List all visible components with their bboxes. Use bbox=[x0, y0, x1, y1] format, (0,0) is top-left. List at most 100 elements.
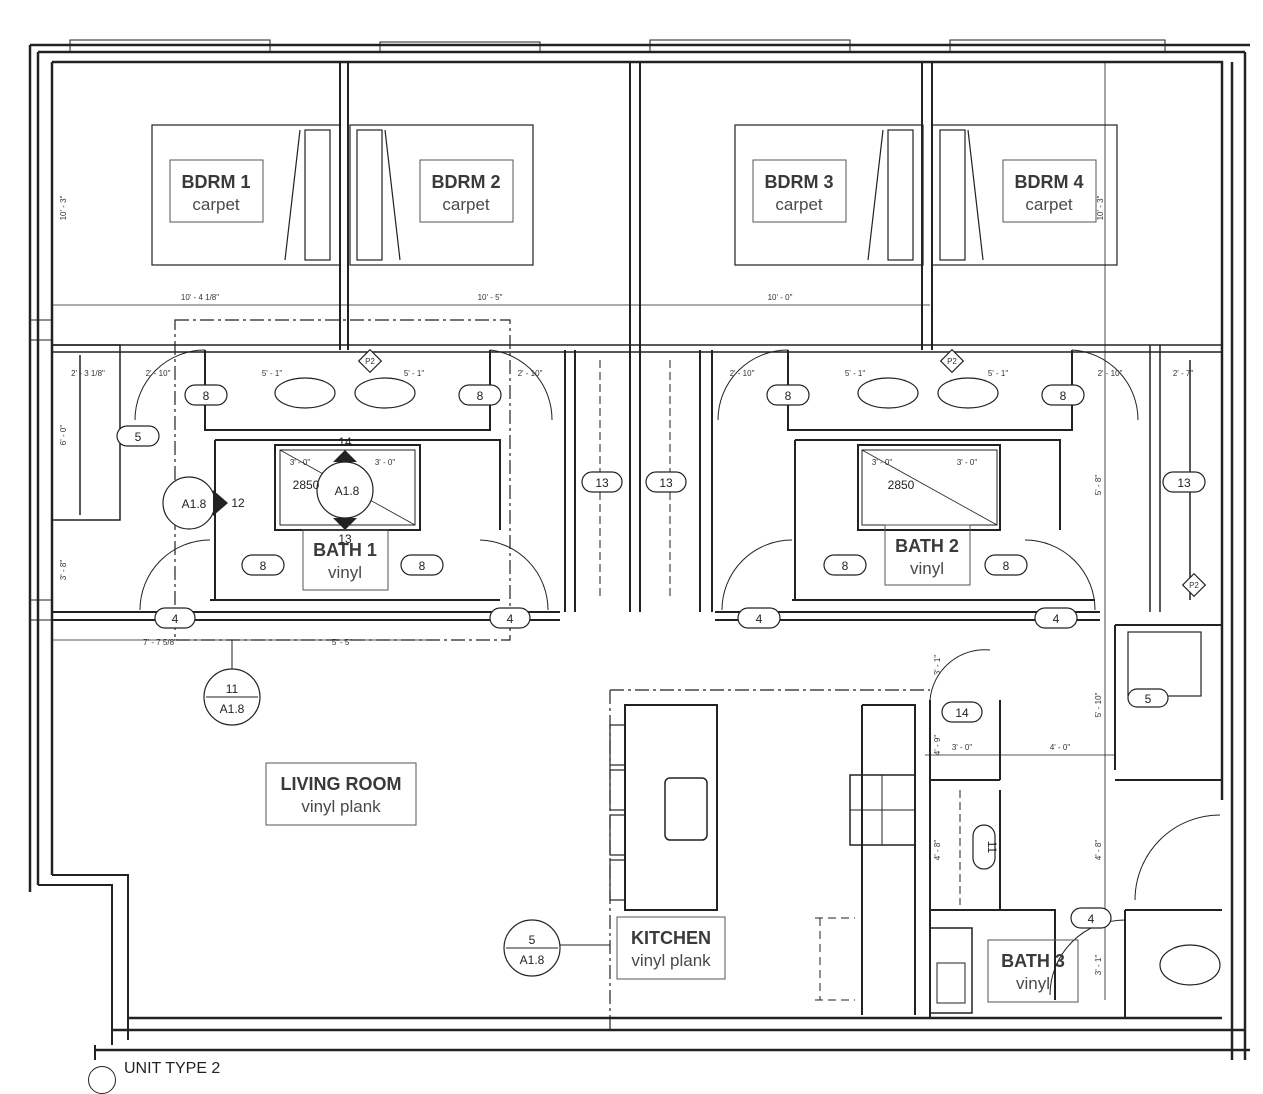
dimension-label: 2' - 10" bbox=[518, 369, 543, 378]
callout-labels: 11 A1.8 5 A1.8 A1.8 A1.8 bbox=[182, 484, 545, 967]
right-closet bbox=[1114, 624, 1222, 781]
tag-label: 8 bbox=[260, 559, 267, 573]
room-finish-living-room: vinyl plank bbox=[301, 797, 381, 816]
room-name-bath-2: BATH 2 bbox=[895, 536, 959, 556]
callout-sheet: A1.8 bbox=[520, 953, 545, 967]
dimension-label: 3' - 0" bbox=[375, 458, 396, 467]
room-name-living-room: LIVING ROOM bbox=[281, 774, 402, 794]
tag-label: 11 bbox=[985, 841, 999, 854]
tag-label: 2850 bbox=[888, 478, 915, 492]
dimension-label: 3' - 1" bbox=[933, 655, 942, 676]
exterior-wall-right bbox=[1230, 52, 1247, 1060]
tag-label: 4 bbox=[1088, 912, 1095, 926]
room-finish-bath-2: vinyl bbox=[910, 559, 944, 578]
tag-label: 12 bbox=[231, 496, 245, 510]
room-finish-bath-3: vinyl bbox=[1016, 974, 1050, 993]
dimension-lines bbox=[52, 62, 1115, 1000]
room-finish-bath-1: vinyl bbox=[328, 563, 362, 582]
tag-label: 8 bbox=[203, 389, 210, 403]
dimension-label: 7' - 7 5/8" bbox=[143, 638, 177, 647]
marker-label: P2 bbox=[1189, 581, 1199, 590]
dashed-zone bbox=[174, 319, 511, 641]
tag-label: 8 bbox=[1060, 389, 1067, 403]
kitchen-counter bbox=[861, 704, 916, 1015]
dimension-label: 3' - 1" bbox=[1094, 955, 1103, 976]
door-swings bbox=[134, 349, 1221, 996]
room-finish-bdrm-2: carpet bbox=[442, 195, 490, 214]
room-name-bdrm-4: BDRM 4 bbox=[1014, 172, 1083, 192]
dimension-label: 10' - 3" bbox=[59, 195, 68, 220]
dimension-labels: 10' - 4 1/8" 10' - 5" 10' - 0" 2' - 3 1/… bbox=[59, 195, 1193, 975]
room-name-bdrm-3: BDRM 3 bbox=[764, 172, 833, 192]
dimension-label: 2' - 7" bbox=[1173, 369, 1194, 378]
tag-label: 14 bbox=[955, 706, 969, 720]
dimension-label: 4' - 0" bbox=[1050, 743, 1071, 752]
dimension-label: 5' - 5" bbox=[332, 638, 353, 647]
room-name-bdrm-1: BDRM 1 bbox=[181, 172, 250, 192]
dimension-label: 3' - 0" bbox=[872, 458, 893, 467]
tag-label: 13 bbox=[659, 476, 673, 490]
callout-sheet: A1.8 bbox=[220, 702, 245, 716]
closet-doors bbox=[284, 129, 984, 261]
tag-label: 8 bbox=[842, 559, 849, 573]
dimension-label: 4' - 9" bbox=[933, 735, 942, 756]
dimension-label: 6' - 0" bbox=[59, 425, 68, 446]
dimension-label: 5' - 1" bbox=[988, 369, 1009, 378]
section-arrows bbox=[213, 450, 357, 530]
dimension-label: 5' - 8" bbox=[1094, 475, 1103, 496]
dimension-label: 3' - 0" bbox=[952, 743, 973, 752]
tag-label: 5 bbox=[135, 430, 142, 444]
dimension-label: 5' - 1" bbox=[262, 369, 283, 378]
laundry-walls bbox=[929, 700, 1056, 1018]
callout-number: 11 bbox=[226, 682, 239, 696]
drawing-title: UNIT TYPE 2 bbox=[124, 1060, 221, 1077]
room-finish-bdrm-3: carpet bbox=[775, 195, 823, 214]
dimension-label: 4' - 8" bbox=[933, 840, 942, 861]
dimension-label: 10' - 5" bbox=[478, 293, 503, 302]
exterior-wall-left bbox=[28, 45, 54, 892]
room-name-bdrm-2: BDRM 2 bbox=[431, 172, 500, 192]
tag-label: 2850 bbox=[293, 478, 320, 492]
callout-sheet: A1.8 bbox=[335, 484, 360, 498]
dimension-label: 2' - 10" bbox=[146, 369, 171, 378]
exterior-wall-inner-top bbox=[52, 60, 1224, 800]
beds bbox=[151, 124, 1118, 266]
drawing-title-marker bbox=[88, 1066, 116, 1094]
tag-label: 4 bbox=[172, 612, 179, 626]
tag-label: 8 bbox=[1003, 559, 1010, 573]
tag-label: 4 bbox=[756, 612, 763, 626]
bar-stools bbox=[609, 724, 626, 901]
tag-label: 5 bbox=[1145, 692, 1152, 706]
bath-3-wall bbox=[1124, 909, 1222, 1018]
tag-label: 4 bbox=[1053, 612, 1060, 626]
room-name-kitchen: KITCHEN bbox=[631, 928, 711, 948]
dimension-label: 5' - 1" bbox=[845, 369, 866, 378]
dimension-label: 2' - 10" bbox=[1098, 369, 1123, 378]
marker-labels: P2 P2 P2 bbox=[365, 357, 1199, 590]
room-finish-bdrm-4: carpet bbox=[1025, 195, 1073, 214]
diamond-markers bbox=[357, 348, 1207, 598]
tag-label: 4 bbox=[507, 612, 514, 626]
dimension-label: 2' - 10" bbox=[730, 369, 755, 378]
toilets bbox=[274, 377, 1221, 986]
bedroom-walls bbox=[339, 62, 933, 350]
tag-label: 14 bbox=[338, 435, 352, 449]
tag-label: 13 bbox=[595, 476, 609, 490]
tag-label: 13 bbox=[338, 532, 352, 546]
tag-label: 8 bbox=[785, 389, 792, 403]
dimension-label: 3' - 0" bbox=[957, 458, 978, 467]
tag-label: 8 bbox=[477, 389, 484, 403]
dimension-label: 3' - 8" bbox=[59, 560, 68, 581]
bath-3-sink bbox=[936, 962, 966, 1004]
marker-label: P2 bbox=[947, 357, 957, 366]
tag-label: 13 bbox=[1177, 476, 1191, 490]
marker-label: P2 bbox=[365, 357, 375, 366]
tag-labels: 8 8 8 8 8 8 8 8 5 4 4 4 4 4 13 13 13 13 … bbox=[135, 389, 1191, 926]
corridor-wall bbox=[52, 344, 1222, 353]
bath-zone-bottom bbox=[52, 611, 1100, 621]
dimension-label: 2' - 3 1/8" bbox=[71, 369, 105, 378]
bump-out bbox=[38, 874, 129, 1060]
dimension-label: 3' - 0" bbox=[290, 458, 311, 467]
dimension-label: 4' - 8" bbox=[1094, 840, 1103, 861]
